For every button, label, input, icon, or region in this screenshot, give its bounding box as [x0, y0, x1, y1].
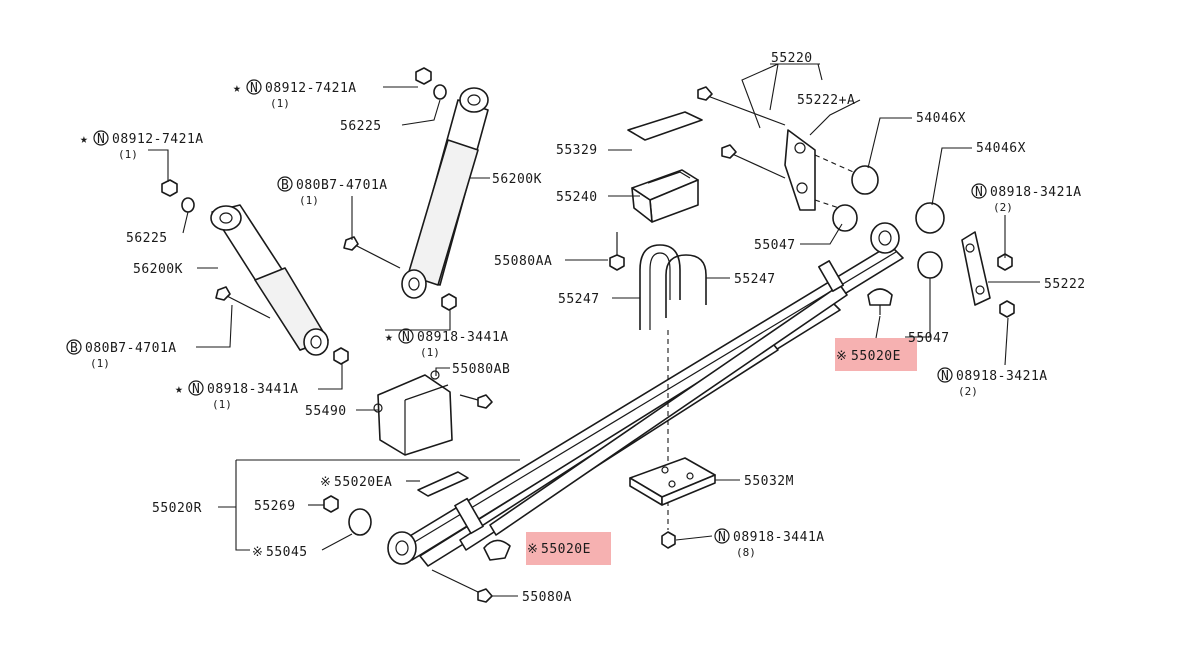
- label-08918-3421a-bottom: 08918-3421A: [956, 369, 1048, 384]
- plate-55032m: [629, 457, 716, 549]
- label-55047-upper: 55047: [754, 238, 796, 253]
- symbol-n: N: [941, 369, 949, 384]
- label-08918-3441a-bottom: 08918-3441A: [733, 530, 825, 545]
- label-55490: 55490: [305, 404, 347, 419]
- label-55032m: 55032M: [744, 474, 794, 489]
- label-080b7-4701a-left: 080B7-4701A: [85, 341, 177, 356]
- symbol-n: N: [975, 185, 983, 200]
- highlight-box-55020e-right: [835, 338, 917, 371]
- label-55329: 55329: [556, 143, 598, 158]
- label-55045: 55045: [266, 545, 308, 560]
- shock-absorber-right: [401, 67, 489, 299]
- label-55080ab: 55080AB: [452, 362, 510, 377]
- label-55020e-bottom: 55020E: [541, 542, 591, 557]
- label-08918-3441a-mid-qty: (1): [420, 346, 440, 359]
- label-55047-lower: 55047: [908, 331, 950, 346]
- label-56200k-right: 56200K: [492, 172, 542, 187]
- label-08912-7421a-top: 08912-7421A: [265, 81, 357, 96]
- symbol-b: B: [70, 341, 78, 356]
- seat-55240: [631, 169, 699, 223]
- label-56225-left: 56225: [126, 231, 168, 246]
- label-55247-right: 55247: [734, 272, 776, 287]
- pad-55329: [627, 111, 703, 141]
- label-55222a: 55222+A: [797, 93, 855, 108]
- label-55222: 55222: [1044, 277, 1086, 292]
- label-08912-7421a-left-qty: (1): [118, 148, 138, 161]
- label-08918-3421a-bottom-qty: (2): [958, 385, 978, 398]
- star-symbol: ★: [233, 81, 241, 96]
- label-55247-left: 55247: [558, 292, 600, 307]
- symbol-n: N: [250, 81, 258, 96]
- symbol-n: N: [718, 530, 726, 545]
- label-55020e-right: 55020E: [851, 349, 901, 364]
- label-080b7-4701a-left-qty: (1): [90, 357, 110, 370]
- note-symbol-55020e-bottom: ※: [527, 542, 538, 557]
- note-symbol-55045: ※: [252, 545, 263, 560]
- part-labels: 55220 55222+A 54046X 54046X N 08918-3421…: [66, 51, 1086, 605]
- label-55240: 55240: [556, 190, 598, 205]
- label-54046x-1: 54046X: [916, 111, 966, 126]
- bolt-55080aa: [609, 232, 625, 271]
- label-08912-7421a-left: 08912-7421A: [112, 132, 204, 147]
- label-55220: 55220: [771, 51, 813, 66]
- symbol-n: N: [97, 132, 105, 147]
- label-08912-7421a-top-qty: (1): [270, 97, 290, 110]
- label-54046x-2: 54046X: [976, 141, 1026, 156]
- label-08918-3421a-top-qty: (2): [993, 201, 1013, 214]
- symbol-n: N: [402, 330, 410, 345]
- front-parts: [323, 471, 493, 603]
- star-symbol: ★: [385, 330, 393, 345]
- symbol-b: B: [281, 178, 289, 193]
- label-56225-top: 56225: [340, 119, 382, 134]
- shackle-55222: [961, 231, 1015, 318]
- label-08918-3441a-mid: 08918-3441A: [417, 330, 509, 345]
- label-55020ea: 55020EA: [334, 475, 392, 490]
- star-symbol: ★: [80, 132, 88, 147]
- shock-absorber-left: [161, 179, 349, 365]
- label-55080a: 55080A: [522, 590, 572, 605]
- leader-lines: [148, 63, 1040, 597]
- shock-lower-bolts: [215, 236, 457, 319]
- label-08918-3441a-left-qty: (1): [212, 398, 232, 411]
- highlight-box-55020e-bottom: [526, 532, 611, 565]
- label-080b7-4701a-top: 080B7-4701A: [296, 178, 388, 193]
- symbol-n: N: [192, 382, 200, 397]
- label-55020r: 55020R: [152, 501, 202, 516]
- label-08918-3441a-left: 08918-3441A: [207, 382, 299, 397]
- note-symbol-55020e-right: ※: [836, 349, 847, 364]
- bump-stopper-bottom: [483, 539, 511, 561]
- label-08918-3421a-top: 08918-3421A: [990, 185, 1082, 200]
- bump-stopper-right: [867, 288, 893, 315]
- star-symbol: ★: [175, 382, 183, 397]
- bracket-55490: [373, 370, 493, 456]
- label-080b7-4701a-top-qty: (1): [299, 194, 319, 207]
- label-56200k-left: 56200K: [133, 262, 183, 277]
- leaf-spring: [387, 222, 904, 567]
- label-08918-3441a-bottom-qty: (8): [736, 546, 756, 559]
- label-55269: 55269: [254, 499, 296, 514]
- bushings: [832, 165, 945, 279]
- note-symbol-55020ea: ※: [320, 475, 331, 490]
- label-55080aa: 55080AA: [494, 254, 552, 269]
- hanger-55222a: [697, 86, 861, 211]
